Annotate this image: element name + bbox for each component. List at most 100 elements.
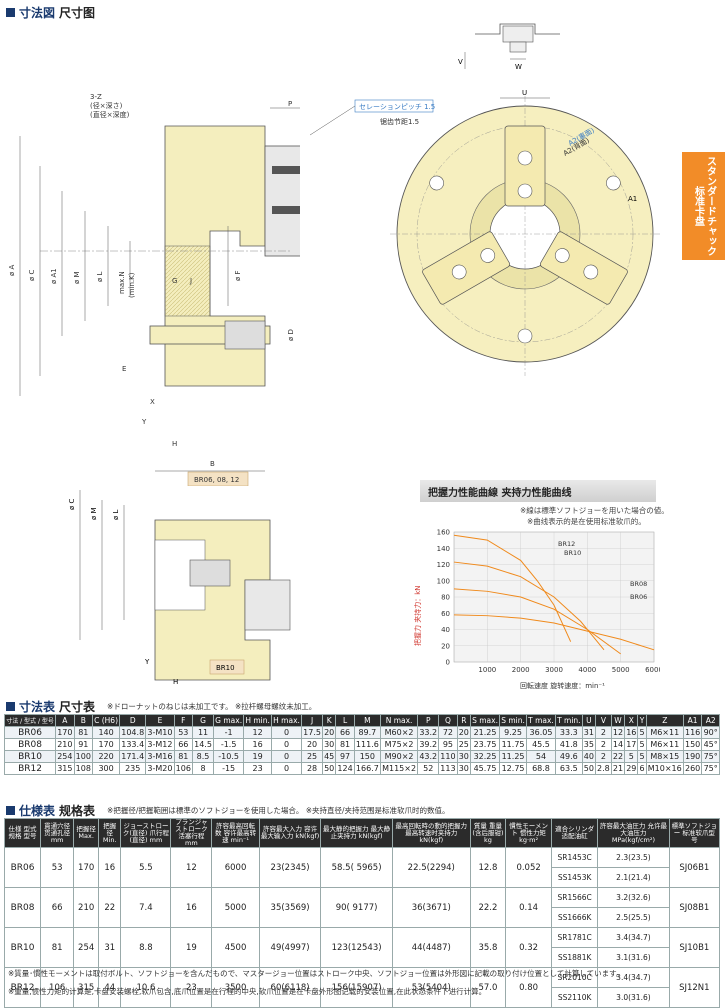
section-square-icon [6,702,15,711]
table-cell: 23 [243,762,273,775]
table-cell: 20 [301,738,324,751]
jaw-stroke-cell: 8.8 [120,927,172,968]
spec-section-subtitle: 规格表 [59,804,96,818]
table-cell: 33.3 [554,726,583,739]
serration-callout: セレーションピッチ 1.5 锯齿节距1.5 [309,99,435,136]
dim-table-header: G [192,714,215,727]
model-cell: BR08 [3,887,42,928]
table-cell: 20 [322,726,337,739]
table-cell: 300 [92,762,121,775]
dynamic-grip-cell: 22.5(2294) [391,847,471,888]
table-cell: 20 [456,726,471,739]
table-cell: 25 [301,750,324,763]
dim-table-header: M [353,714,381,727]
dim-table-header: Q [438,714,458,727]
svg-text:Y: Y [141,418,147,426]
table-cell: 2.8 [594,762,612,775]
jaw-section [264,145,300,257]
table-cell: 2 [594,750,612,763]
table-cell: 43.2 [417,750,440,763]
table-cell: 11 [192,726,215,739]
model-cell: BR08 [3,738,57,751]
dim-section-heading: 寸法表 尺寸表 ※ドローナットのねじは未加工です。 ※拉杆螺母螺纹未加工。 [6,698,316,715]
spec-table-header: 把握径 Max. [73,818,100,848]
table-cell: M60×2 [379,726,419,739]
table-cell: 33.2 [417,726,440,739]
mass-cell: 22.2 [469,887,507,928]
section-square-icon [6,806,15,815]
svg-text:X: X [150,398,155,406]
model-cell: BR10 [3,750,57,763]
table-cell: 11.75 [499,738,527,751]
table-cell: 75° [701,762,720,775]
table-cell: 16 [624,726,639,739]
chart-xtick-label: 6000 [645,666,660,674]
table-cell: 30 [456,750,471,763]
spec-section-title: 仕様表 [19,804,56,818]
dim-table-header: K [322,714,337,727]
grip-min-cell: 22 [98,887,122,928]
dim-table-header: Y [637,714,647,727]
svg-text:G: G [172,277,177,285]
table-cell: 66 [335,726,355,739]
cylinder-cell: SS1666K [551,907,599,928]
category-side-tab[interactable]: スタンダードチャック 标准卡盘 [682,152,725,260]
dim-table-header: X [624,714,639,727]
dim-table-header: F [173,714,194,727]
chart-ytick-label: 20 [441,642,450,650]
footer-note-1: ※質量･慣性モーメントは取付ボルト、ソフトジョーを含んだもので、マスタージョー位… [8,969,624,978]
svg-text:max.N: max.N [118,271,126,294]
svg-text:P: P [288,100,292,108]
spec-table-header: 質量 重量(含后服钳) kg [469,818,507,848]
table-cell: 3-M16 [145,750,175,763]
table-cell: 0 [271,726,303,739]
plunger-stroke-cell: 16 [170,887,213,928]
table-cell: 45 [322,750,337,763]
rpm-cell: 6000 [211,847,260,888]
table-cell: 150 [682,738,703,751]
table-cell: 254 [55,750,75,763]
table-cell: 210 [55,738,75,751]
table-cell: 9.25 [499,726,527,739]
svg-text:H: H [173,678,178,686]
dim-table-header: C (H6) [92,714,121,727]
jaw-detail-drawing: V W [458,23,560,71]
table-cell: 171.4 [119,750,147,763]
table-cell: 19 [243,750,273,763]
table-cell: 5 [637,726,647,739]
chart-series-br08 [453,588,621,655]
soft-jaw-cell: SJ12N1 [668,967,721,1008]
table-cell: 3-M20 [145,762,175,775]
table-cell: M115×2 [379,762,419,775]
dim-table-header: H min. [243,714,273,727]
table-cell: 21 [610,762,626,775]
dim-table-header: T min. [554,714,583,727]
table-cell: 68.8 [526,762,556,775]
table-cell: 12 [243,726,273,739]
table-cell: 12 [610,726,626,739]
model-cell: BR06 [3,726,57,739]
table-cell: 8.5 [192,750,215,763]
table-cell: 2 [594,726,612,739]
table-cell: 235 [119,762,147,775]
soft-jaw-cell: SJ06B1 [668,847,721,888]
table-cell: 63.5 [554,762,583,775]
rpm-cell: 5000 [211,887,260,928]
table-cell: 124 [335,762,355,775]
table-cell: 40 [581,750,596,763]
br10-side-drawing: ø C ø M ø L Y H BR10 [68,490,291,686]
jaw-top [504,125,546,207]
spec-table-header: 許容最大入力 容许最大输入力 kN(kgf) [258,818,322,848]
table-cell: 50 [322,762,337,775]
table-cell: 140 [92,726,121,739]
chart-xtick-label: 4000 [578,666,596,674]
dim-table-header: S min. [499,714,527,727]
dim-table-header: Z [645,714,684,727]
svg-text:Y: Y [144,658,150,666]
bore-cell: 81 [40,927,75,968]
soft-jaw-cell: SJ08B1 [668,887,721,928]
grip-min-cell: 16 [98,847,122,888]
svg-text:ø L: ø L [96,271,104,282]
